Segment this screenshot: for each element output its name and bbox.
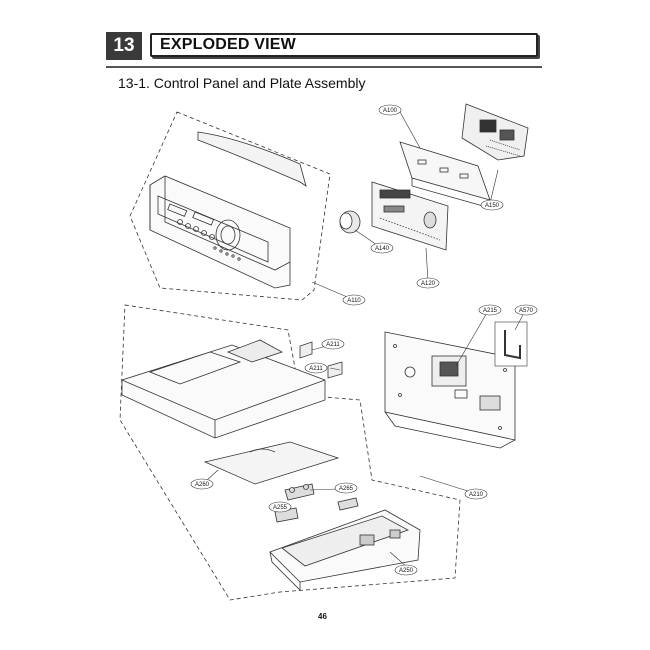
top-plate [121, 339, 326, 439]
callout-a211-lower: A211 [304, 362, 328, 374]
bracket-pair [299, 341, 343, 379]
section-title-box: EXPLODED VIEW [150, 33, 538, 57]
control-pcb [371, 181, 449, 251]
svg-text:A140: A140 [375, 246, 390, 252]
plate-group-outline [119, 304, 461, 601]
svg-text:A570: A570 [519, 308, 534, 314]
callout-a570: A570 [514, 304, 538, 316]
svg-text:A100: A100 [383, 108, 398, 114]
callout-a265: A265 [334, 482, 358, 494]
header-divider [106, 66, 542, 68]
svg-text:A265: A265 [339, 486, 354, 492]
callout-a215: A215 [478, 304, 502, 316]
svg-text:A120: A120 [421, 281, 436, 287]
control-panel-body [149, 175, 291, 289]
callout-a150: A150 [480, 199, 504, 211]
section-number-badge: 13 [106, 32, 142, 60]
filter-cover [203, 441, 340, 485]
page-subtitle: 13-1. Control Panel and Plate Assembly [118, 75, 366, 91]
callout-a250: A250 [394, 564, 418, 576]
svg-text:A150: A150 [485, 203, 500, 209]
svg-text:A211: A211 [326, 342, 340, 348]
control-panel-group-outline [129, 111, 331, 301]
page-number: 46 [318, 612, 327, 621]
svg-text:A215: A215 [483, 308, 498, 314]
display-pcb [461, 103, 529, 161]
callout-a140: A140 [370, 242, 394, 254]
callout-a110: A110 [342, 294, 366, 306]
callout-a120: A120 [416, 277, 440, 289]
detergent-tray [269, 509, 421, 591]
svg-text:A110: A110 [347, 298, 361, 304]
knob [339, 210, 361, 234]
svg-text:A211: A211 [309, 366, 323, 372]
section-title: EXPLODED VIEW [160, 36, 296, 53]
wire-harness [494, 321, 528, 367]
callout-a255: A255 [268, 501, 292, 513]
svg-text:A255: A255 [273, 505, 288, 511]
back-plate [384, 331, 516, 449]
callout-a210: A210 [464, 488, 488, 500]
callout-a211: A211 [321, 338, 345, 350]
callout-a260: A260 [190, 478, 214, 490]
callout-a100: A100 [378, 104, 402, 116]
svg-text:A260: A260 [195, 482, 210, 488]
control-panel-top-trim [197, 131, 307, 187]
svg-text:A250: A250 [399, 568, 414, 574]
svg-text:A210: A210 [469, 492, 484, 498]
